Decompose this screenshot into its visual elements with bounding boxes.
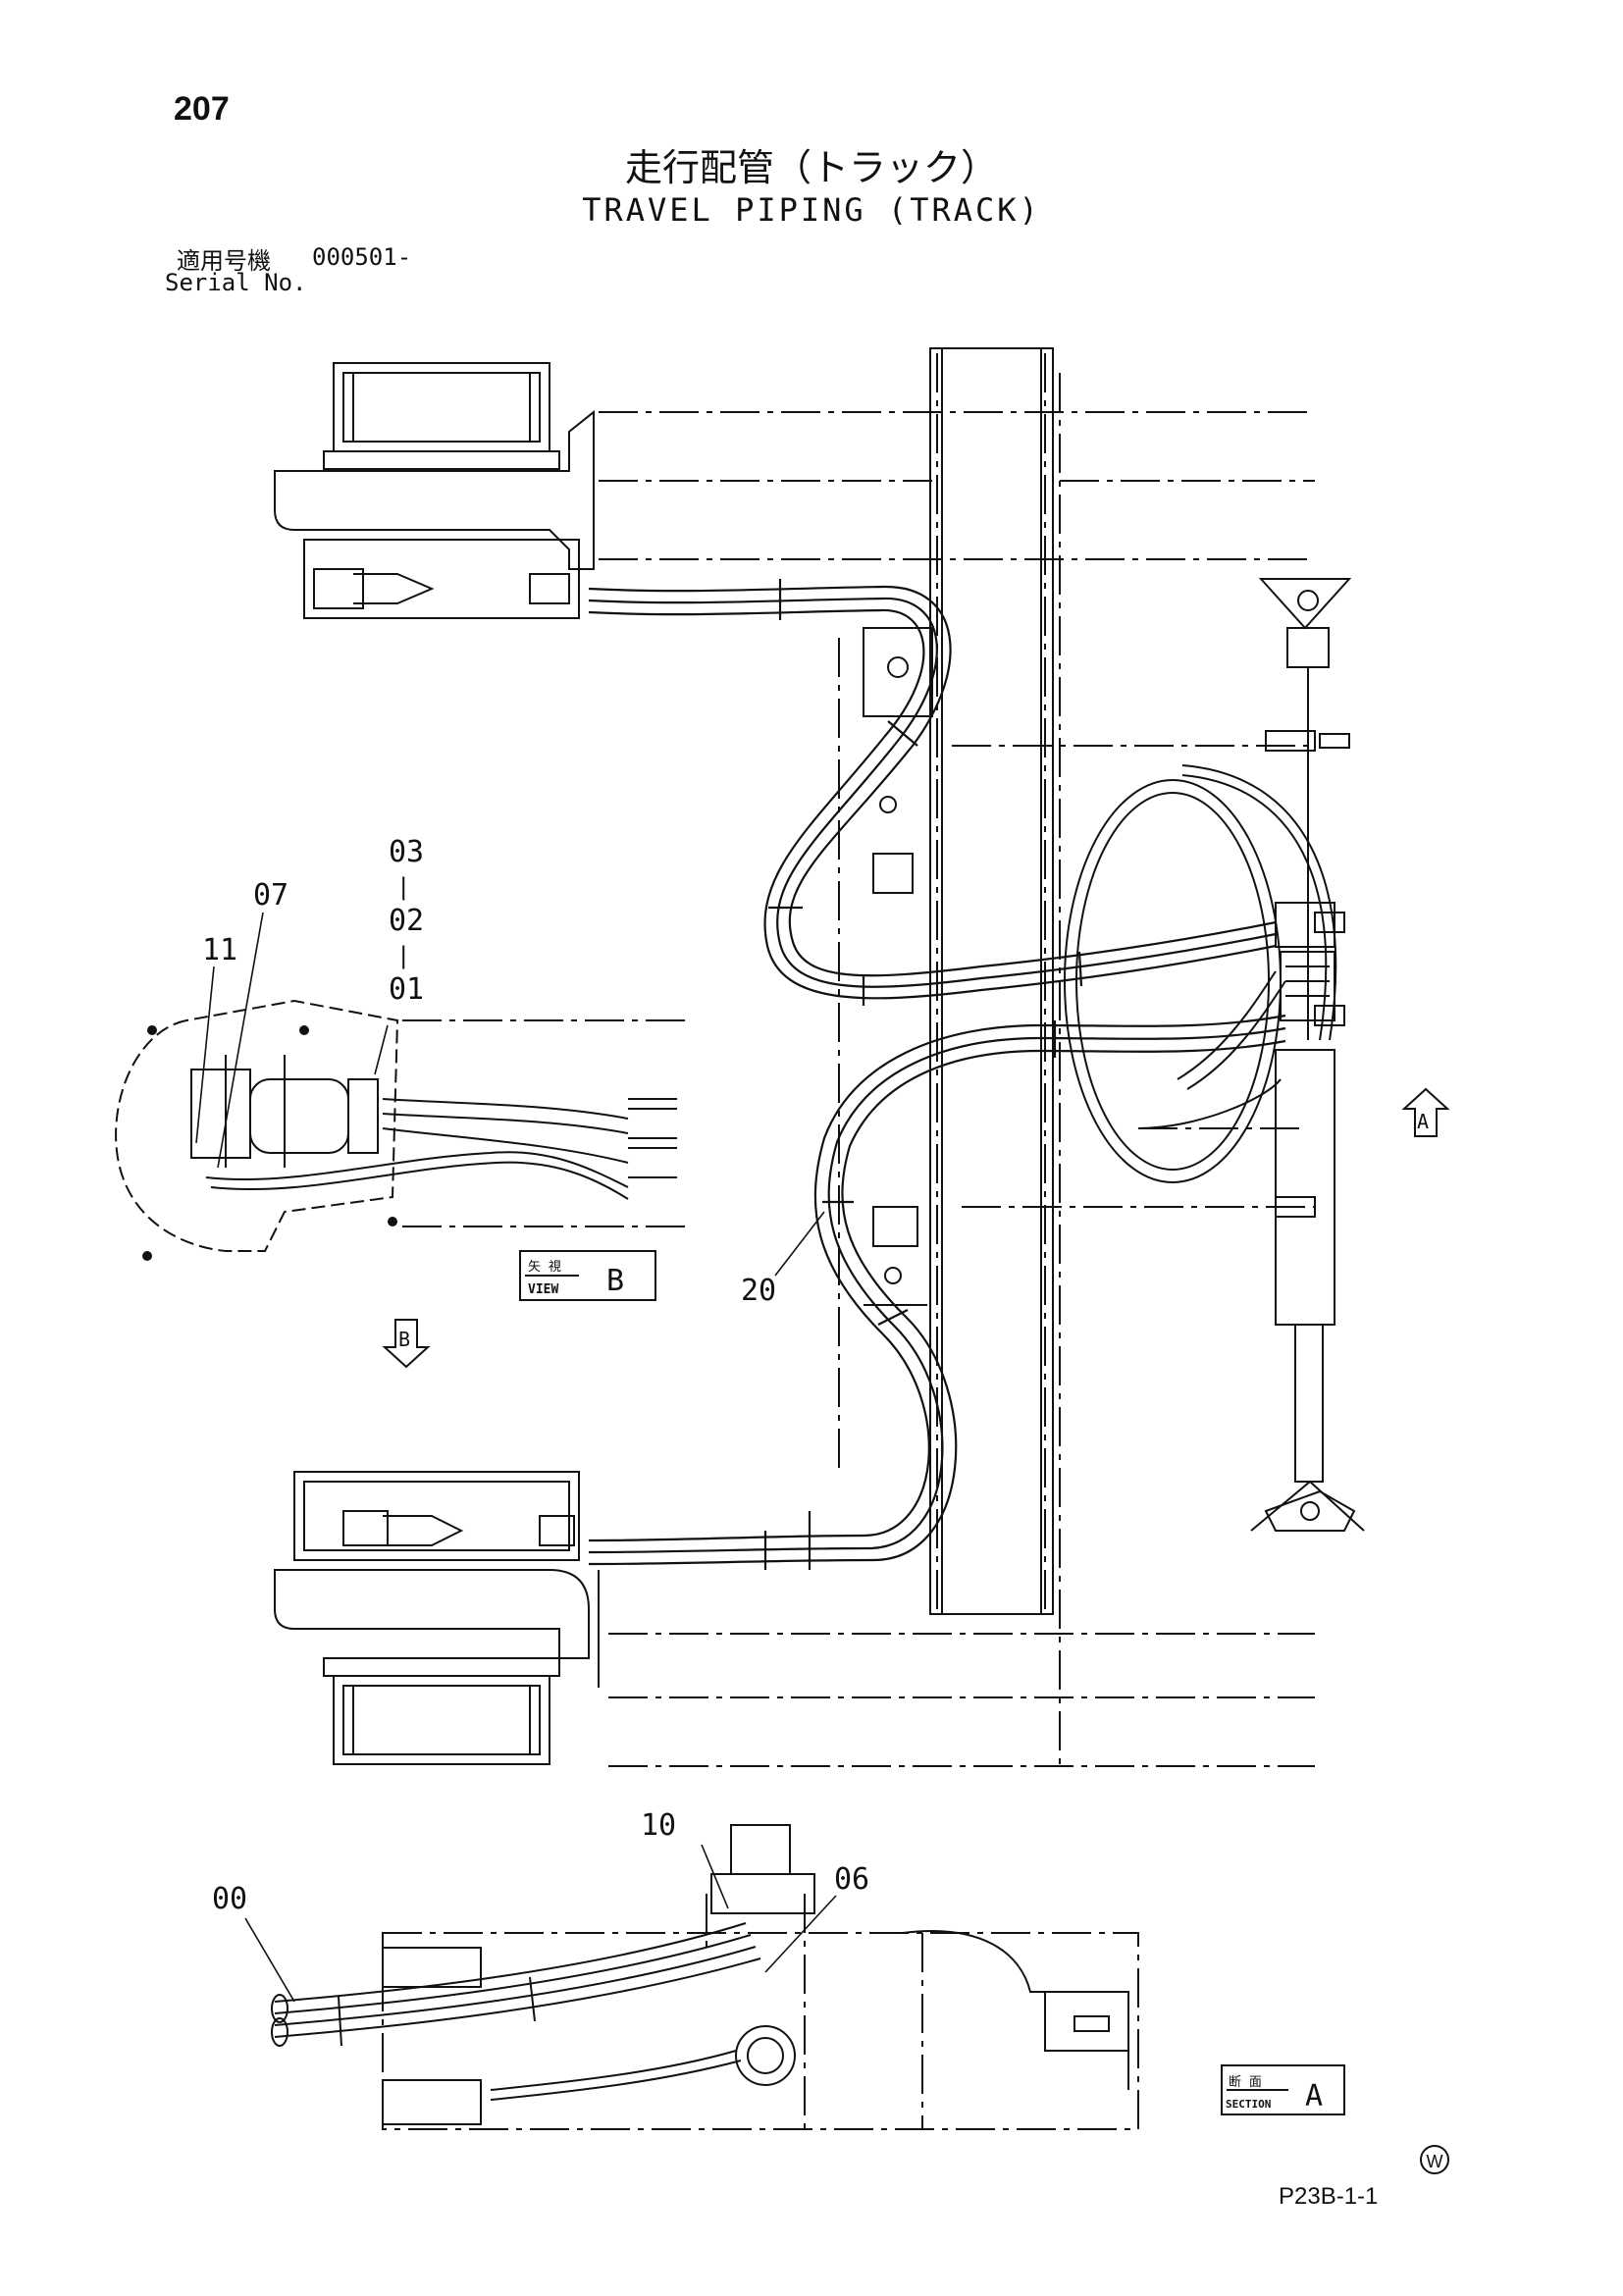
callout-02: 02 xyxy=(389,904,424,938)
section-a-label-letter: A xyxy=(1305,2079,1323,2113)
section-a-detail xyxy=(271,1824,1139,2130)
section-a-label: 断 面 SECTION A xyxy=(1221,2064,1345,2115)
callout-20: 20 xyxy=(741,1274,776,1308)
view-arrow-a-letter: A xyxy=(1417,1110,1429,1133)
section-a-label-en: SECTION xyxy=(1226,2098,1271,2111)
view-b-label-jp: 矢 視 xyxy=(528,1260,561,1275)
callout-dash-2: | xyxy=(396,942,410,969)
callout-dash-1: | xyxy=(396,873,410,901)
top-travel-motor xyxy=(274,362,595,619)
serial-label-japanese: 適用号機 xyxy=(177,247,271,275)
serial-number-value: 000501- xyxy=(312,243,412,271)
view-b-label: 矢 視 VIEW B xyxy=(519,1250,656,1301)
page-number: 207 xyxy=(174,90,230,128)
right-valve-block xyxy=(1275,902,1345,1026)
bottom-travel-motor xyxy=(274,1471,600,1765)
section-a-label-jp: 断 面 xyxy=(1229,2075,1262,2090)
page-title-japanese: 走行配管（トラック） xyxy=(624,146,998,189)
callout-01: 01 xyxy=(389,972,424,1007)
callout-00: 00 xyxy=(212,1882,247,1916)
view-arrow-a: A xyxy=(1401,1087,1450,1137)
serial-label-english: Serial No. xyxy=(165,269,307,296)
drawing-code: P23B-1-1 xyxy=(1279,2183,1379,2210)
track-frame xyxy=(599,353,1315,1767)
leader-lines xyxy=(195,912,837,2003)
callout-11: 11 xyxy=(202,933,237,967)
view-b-label-letter: B xyxy=(606,1264,624,1298)
view-b-detail xyxy=(115,999,687,1261)
callout-labels: 03 | 02 | 01 07 11 20 10 06 00 xyxy=(202,835,869,1916)
callout-10: 10 xyxy=(641,1808,676,1843)
main-hose-lower xyxy=(588,1014,1286,1570)
callout-03: 03 xyxy=(389,835,424,869)
view-arrow-b: B xyxy=(382,1319,431,1369)
main-hose-upper xyxy=(588,579,1277,1006)
page-title-english: TRAVEL PIPING (TRACK) xyxy=(582,191,1041,229)
view-b-label-en: VIEW xyxy=(528,1282,558,1297)
callout-06: 06 xyxy=(834,1862,869,1897)
watermark-w-mark: W xyxy=(1420,2145,1449,2174)
callout-07: 07 xyxy=(253,878,288,913)
right-cylinder xyxy=(1250,578,1365,1532)
upper-branch-hoses xyxy=(1137,970,1286,1129)
view-arrow-b-letter: B xyxy=(398,1328,410,1351)
